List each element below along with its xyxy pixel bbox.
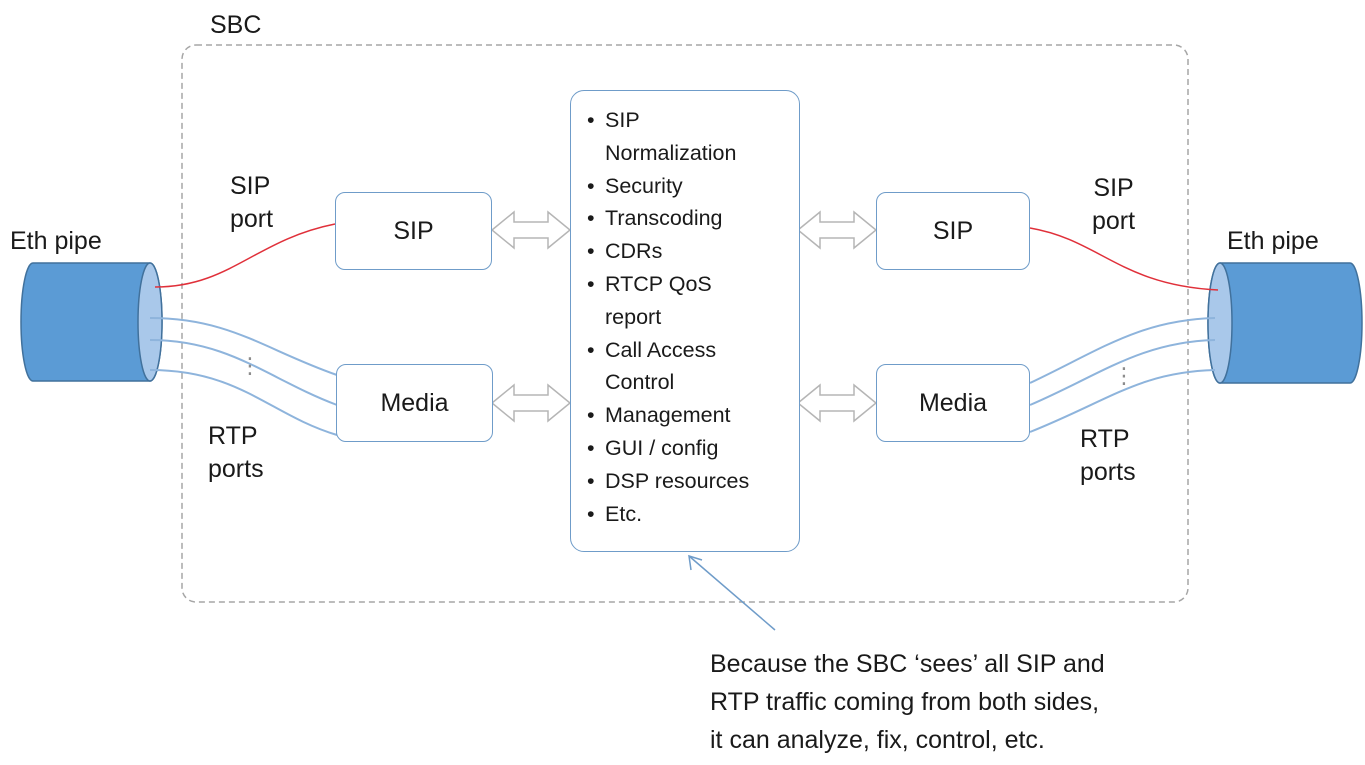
sbc-label: SBC	[210, 11, 262, 39]
right-pipe-face	[1207, 262, 1233, 384]
double-arrow-icon	[796, 210, 878, 250]
double-arrow-icon	[796, 383, 878, 423]
left-pipe-face	[137, 262, 163, 382]
sbc-boundary	[181, 44, 1189, 603]
left-rtp-ellipsis: ⋮	[239, 353, 261, 378]
callout-line: RTP traffic coming from both sides,	[710, 688, 1100, 716]
function-item: DSP resources	[585, 465, 793, 498]
functions-list: SIP Normalization Security Transcoding C…	[571, 91, 799, 530]
left-eth-pipe	[20, 262, 163, 382]
left-media-box: Media	[336, 364, 493, 442]
function-item: Etc.	[585, 498, 793, 531]
left-sip-port-label: SIP port	[230, 172, 274, 233]
right-eth-pipe-label: Eth pipe	[1227, 227, 1319, 255]
callout-line: Because the SBC ‘sees’ all SIP and	[710, 650, 1105, 678]
function-item: Security	[585, 170, 793, 203]
right-sip-box: SIP	[876, 192, 1030, 270]
function-item: GUI / config	[585, 432, 793, 465]
left-sip-box: SIP	[335, 192, 492, 270]
function-item: Transcoding	[585, 202, 793, 235]
right-rtp-ellipsis: ⋮	[1113, 363, 1135, 388]
callout-note: Because the SBC ‘sees’ all SIP and RTP t…	[710, 645, 1105, 759]
right-media-box: Media	[876, 364, 1030, 442]
left-rtp-ports-label: RTP ports	[208, 422, 264, 483]
function-item: CDRs	[585, 235, 793, 268]
sbc-functions-box: SIP Normalization Security Transcoding C…	[570, 90, 800, 552]
function-item: Management	[585, 399, 793, 432]
right-eth-pipe	[1207, 262, 1363, 384]
right-rtp-ports-label: RTP ports	[1080, 425, 1136, 486]
left-rtp-links	[149, 317, 338, 436]
right-sip-port-label: SIP port	[1092, 174, 1136, 235]
function-item-continuation: report	[605, 304, 662, 329]
callout-arrow	[688, 554, 776, 631]
function-item: Call Access	[585, 334, 793, 367]
right-sip-link	[1029, 227, 1219, 291]
callout-line: it can analyze, fix, control, etc.	[710, 726, 1045, 754]
right-rtp-links	[1029, 317, 1216, 433]
function-item-continuation: Control	[605, 370, 675, 395]
function-item-continuation: Normalization	[605, 140, 737, 165]
left-eth-pipe-label: Eth pipe	[10, 227, 102, 255]
function-item: RTCP QoS	[585, 268, 793, 301]
double-arrow-icon	[490, 210, 572, 250]
double-arrow-icon	[490, 383, 572, 423]
left-sip-link	[154, 223, 336, 288]
function-item: SIP	[585, 104, 793, 137]
